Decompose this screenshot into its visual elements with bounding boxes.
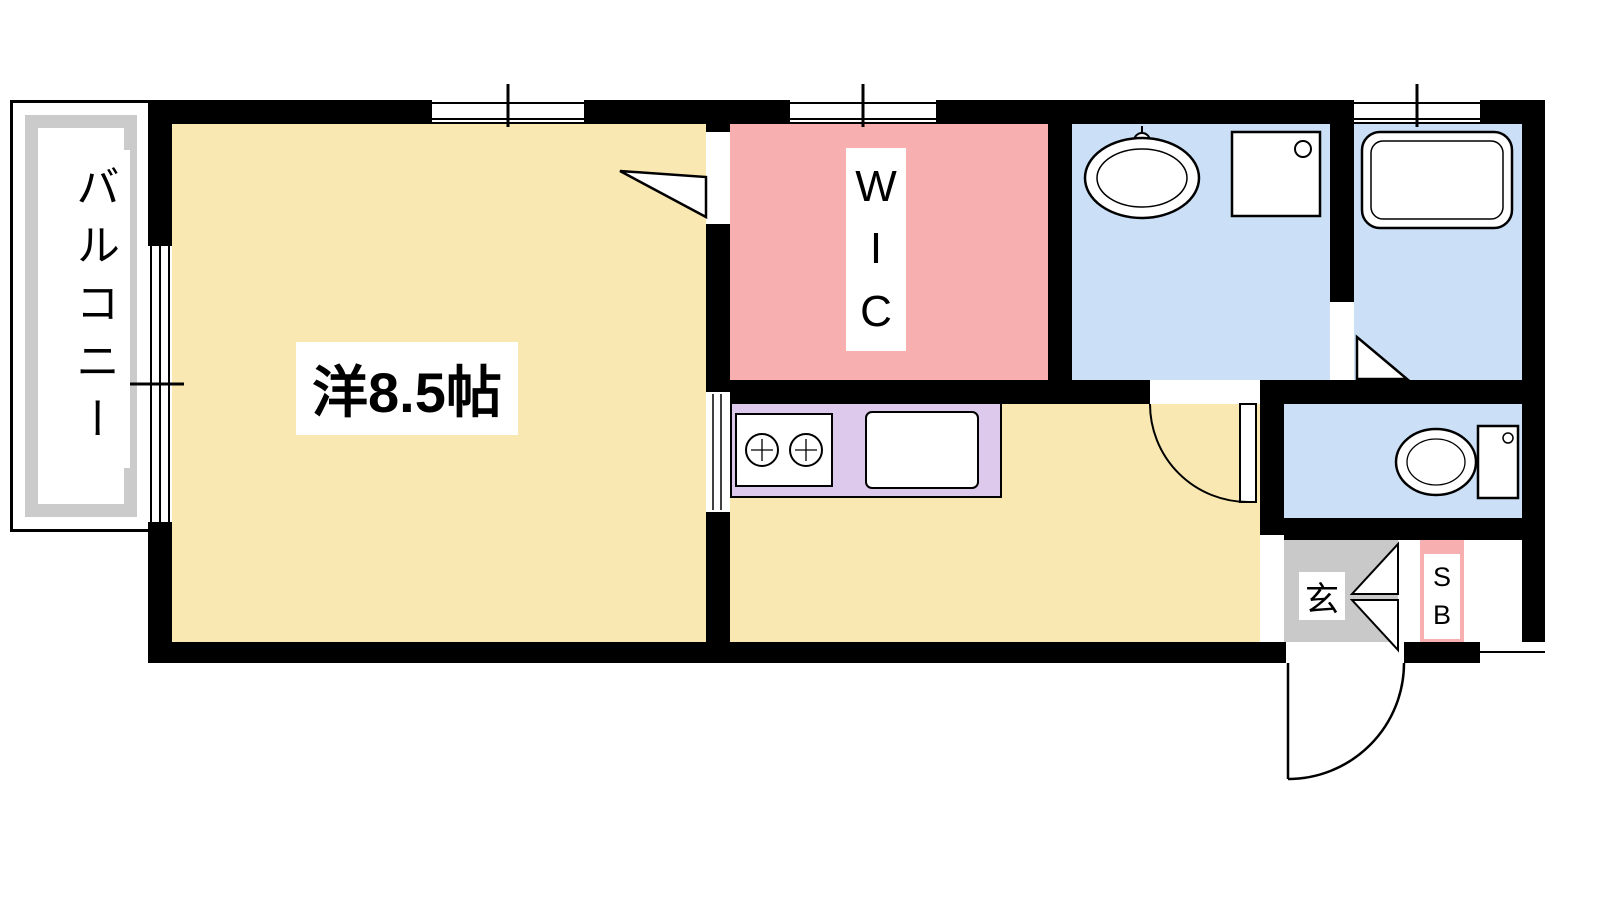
- room-bathroom: [1354, 124, 1522, 380]
- wic-door-gap: [706, 132, 730, 224]
- balcony-window-gap: [148, 246, 172, 522]
- kitchen-counter: [730, 402, 1002, 498]
- room-washroom: [1072, 124, 1330, 380]
- genkan-label: 玄: [1299, 572, 1345, 620]
- window-gap-top-3: [1354, 100, 1480, 122]
- washroom-door-gap: [1150, 380, 1260, 404]
- balcony-label: バルコニー: [56, 150, 130, 468]
- window-gap-top-1: [432, 100, 584, 122]
- western-room-label: 洋8.5帖: [296, 342, 518, 435]
- window-gap-top-2: [790, 100, 936, 122]
- hall-entrance-opening: [1260, 535, 1284, 642]
- room-toilet: [1284, 404, 1522, 518]
- entrance-door-gap: [1286, 642, 1404, 663]
- bathroom-door-gap: [1330, 302, 1354, 380]
- entrance-step-notch: [1480, 642, 1545, 663]
- sliding-door-gap: [706, 392, 730, 512]
